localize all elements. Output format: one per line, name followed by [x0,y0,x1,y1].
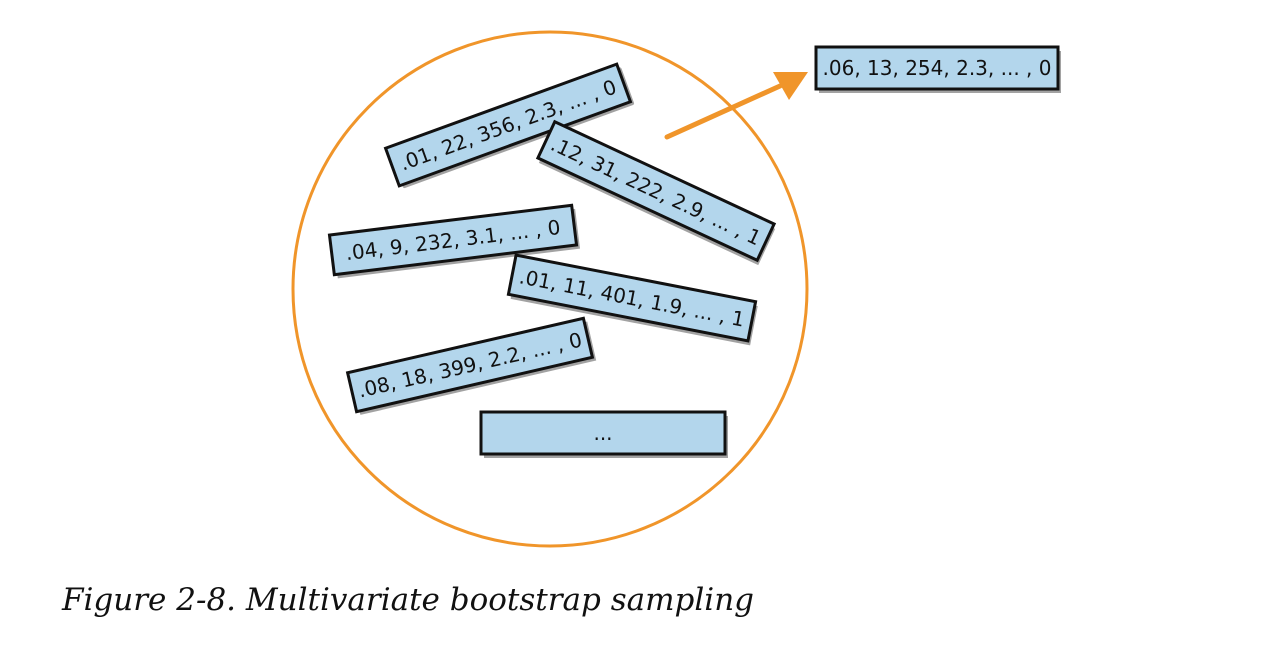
population-circle [291,30,809,548]
sampled-record-rect [814,45,1060,91]
record-box-rect [506,253,758,343]
record-box-rect [345,316,595,414]
record-label: ... [593,421,612,445]
record-box-rect [535,119,777,263]
sampling-arrow [664,72,808,140]
sampled-record-label: .06, 13, 254, 2.3, ... , 0 [823,56,1052,80]
record-label: .12, 31, 222, 2.9, ... , 1 [547,132,765,251]
record-box-rect [327,203,579,277]
record-box-rect [479,410,727,456]
record-box-rect [383,62,633,188]
arrow-shaft [664,83,783,140]
figure-caption: Figure 2-8. Multivariate bootstrap sampl… [62,582,755,618]
sampled-record-box: .06, 13, 254, 2.3, ... , 0 [814,45,1061,93]
arrowhead-icon [773,72,808,100]
record-box: .08, 18, 399, 2.2, ... , 0 [345,316,597,415]
record-box: ... [479,410,728,458]
